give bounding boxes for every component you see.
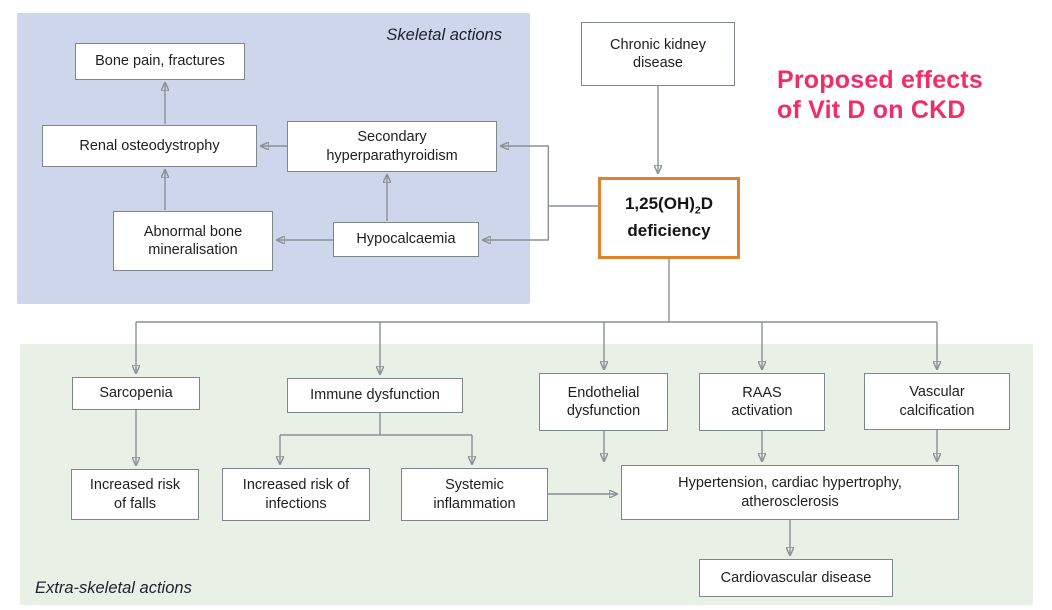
node-hypertension-cardiac-hypertrophy-label: Hypertension, cardiac hypertrophy, ather… — [678, 475, 902, 510]
node-secondary-hyperparathyroidism-label: Secondary hyperparathyroidism — [326, 129, 458, 164]
node-renal-osteodystrophy-label: Renal osteodystrophy — [79, 137, 220, 154]
diagram-title: Proposed effects of Vit D on CKD — [777, 66, 983, 125]
node-sarcopenia-label: Sarcopenia — [99, 385, 173, 402]
node-cardiovascular-disease: Cardiovascular disease — [699, 559, 893, 597]
node-raas-activation: RAAS activation — [699, 373, 825, 431]
node-immune-dysfunction: Immune dysfunction — [287, 378, 463, 413]
vitd-deficiency-word: deficiency — [627, 221, 711, 241]
node-increased-risk-of-falls-label: Increased risk of falls — [89, 477, 181, 512]
vitd-formula-subscript: 2 — [694, 204, 701, 217]
node-chronic-kidney-disease-label: Chronic kidney disease — [610, 36, 706, 71]
node-vascular-calcification: Vascular calcification — [864, 373, 1010, 430]
node-abnormal-bone-mineralisation-label: Abnormal bone mineralisation — [143, 223, 243, 258]
vitd-formula-end: D — [700, 194, 714, 214]
node-renal-osteodystrophy: Renal osteodystrophy — [42, 125, 257, 167]
node-hypocalcaemia: Hypocalcaemia — [333, 222, 479, 257]
node-endothelial-dysfunction: Endothelial dysfunction — [539, 373, 668, 431]
node-abnormal-bone-mineralisation: Abnormal bone mineralisation — [113, 211, 273, 271]
node-increased-risk-of-infections-label: Increased risk of infections — [242, 477, 350, 512]
node-bone-pain-fractures-label: Bone pain, fractures — [95, 53, 225, 70]
node-endothelial-dysfunction-label: Endothelial dysfunction — [566, 384, 641, 419]
node-systemic-inflammation-label: Systemic inflammation — [433, 477, 516, 512]
skeletal-actions-label: Skeletal actions — [386, 26, 502, 44]
node-vascular-calcification-label: Vascular calcification — [899, 384, 975, 419]
node-systemic-inflammation: Systemic inflammation — [401, 468, 548, 521]
node-immune-dysfunction-label: Immune dysfunction — [310, 387, 440, 404]
node-hypertension-cardiac-hypertrophy: Hypertension, cardiac hypertrophy, ather… — [621, 465, 959, 520]
node-secondary-hyperparathyroidism: Secondary hyperparathyroidism — [287, 121, 497, 172]
node-raas-activation-label: RAAS activation — [731, 384, 793, 419]
node-sarcopenia: Sarcopenia — [72, 377, 200, 410]
vitd-deficiency-formula: 1,25(OH)2D — [625, 192, 713, 219]
title-line-2: of Vit D on CKD — [777, 95, 966, 124]
title-line-1: Proposed effects — [777, 66, 984, 94]
node-cardiovascular-disease-label: Cardiovascular disease — [720, 569, 872, 586]
node-hypocalcaemia-label: Hypocalcaemia — [356, 231, 456, 248]
node-chronic-kidney-disease: Chronic kidney disease — [581, 22, 735, 86]
vitd-formula-main: 1,25(OH) — [624, 194, 695, 214]
node-vitd-deficiency: 1,25(OH)2D deficiency — [598, 177, 740, 259]
extra-skeletal-actions-label: Extra-skeletal actions — [35, 579, 192, 597]
node-increased-risk-of-falls: Increased risk of falls — [71, 469, 199, 520]
node-bone-pain-fractures: Bone pain, fractures — [75, 43, 245, 80]
node-increased-risk-of-infections: Increased risk of infections — [222, 468, 370, 521]
